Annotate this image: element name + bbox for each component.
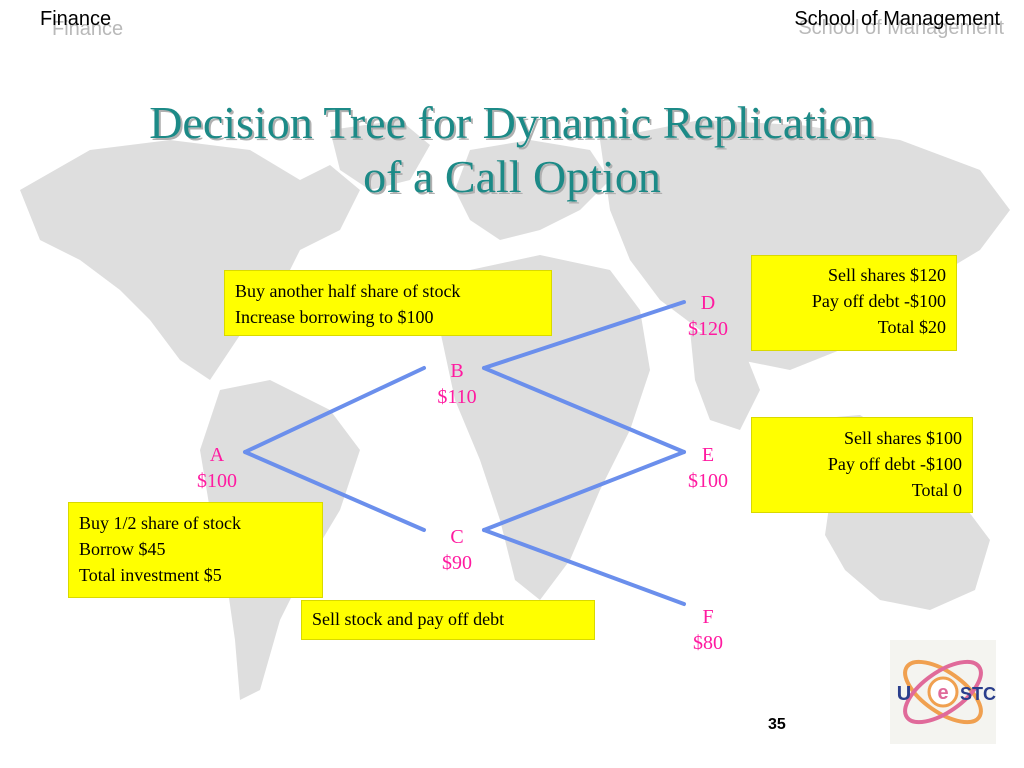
node-e-label: E xyxy=(701,444,715,466)
edge-a-b xyxy=(243,366,426,454)
node-b-value: $110 xyxy=(437,386,477,408)
node-e: E $100 xyxy=(668,442,748,494)
slide-title-line2: of a Call Option xyxy=(363,151,661,202)
page-number: 35 xyxy=(768,716,786,733)
note-b-line2: Increase borrowing to $100 xyxy=(235,307,434,327)
map-north-america xyxy=(20,140,360,380)
slide-title-line1: Decision Tree for Dynamic Replication xyxy=(149,97,875,148)
note-a-line2: Borrow $45 xyxy=(79,539,166,559)
svg-text:U: U xyxy=(897,683,911,705)
node-b: B $110 xyxy=(417,358,497,410)
node-a-value: $100 xyxy=(197,470,237,492)
header-right: School of Management xyxy=(794,8,1000,30)
note-d-line1: Sell shares $120 xyxy=(828,265,946,285)
edge-c-e xyxy=(482,450,686,532)
node-c: C $90 xyxy=(417,524,497,576)
node-d-label: D xyxy=(700,292,716,314)
slide-title: Decision Tree for Dynamic Replication of… xyxy=(0,96,1024,204)
map-asia xyxy=(600,120,1010,370)
map-europe xyxy=(455,140,610,240)
header-left-shadow: Finance xyxy=(52,18,124,40)
map-south-asia xyxy=(690,330,760,430)
map-africa xyxy=(440,255,650,600)
node-b-label: B xyxy=(450,360,464,382)
node-d: D $120 xyxy=(668,290,748,342)
edge-a-c xyxy=(243,450,426,532)
uestc-logo-icon: e U STC xyxy=(890,640,996,744)
map-greenland xyxy=(330,120,430,190)
node-f-label: F xyxy=(702,606,714,628)
header-left: Finance xyxy=(40,8,112,30)
node-c-label: C xyxy=(450,526,464,548)
note-a-line1: Buy 1/2 share of stock xyxy=(79,513,241,533)
svg-text:e: e xyxy=(937,682,948,704)
note-e-line1: Sell shares $100 xyxy=(844,428,962,448)
node-d-value: $120 xyxy=(688,318,728,340)
svg-text:STC: STC xyxy=(960,684,996,704)
node-a-label: A xyxy=(209,444,225,466)
node-a: A $100 xyxy=(177,442,257,494)
note-node-e: Sell shares $100 Pay off debt -$100 Tota… xyxy=(751,417,973,513)
note-e-line3: Total 0 xyxy=(911,480,962,500)
note-d-line3: Total $20 xyxy=(877,317,946,337)
note-d-line2: Pay off debt -$100 xyxy=(811,291,946,311)
node-e-value: $100 xyxy=(688,470,728,492)
node-f: F $80 xyxy=(668,604,748,656)
edge-b-e xyxy=(482,366,686,454)
note-node-b: Buy another half share of stock Increase… xyxy=(224,270,552,336)
edge-c-f xyxy=(482,528,686,606)
header-right-shadow: School of Management xyxy=(798,17,1004,39)
note-c-line1: Sell stock and pay off debt xyxy=(312,609,505,629)
node-c-value: $90 xyxy=(442,552,472,574)
note-a-line3: Total investment $5 xyxy=(79,565,222,585)
note-node-d: Sell shares $120 Pay off debt -$100 Tota… xyxy=(751,255,957,351)
note-node-a: Buy 1/2 share of stock Borrow $45 Total … xyxy=(68,502,323,598)
note-b-line1: Buy another half share of stock xyxy=(235,281,461,301)
edge-b-d xyxy=(482,300,686,370)
note-node-c: Sell stock and pay off debt xyxy=(301,600,595,640)
node-f-value: $80 xyxy=(693,632,723,654)
note-e-line2: Pay off debt -$100 xyxy=(827,454,962,474)
